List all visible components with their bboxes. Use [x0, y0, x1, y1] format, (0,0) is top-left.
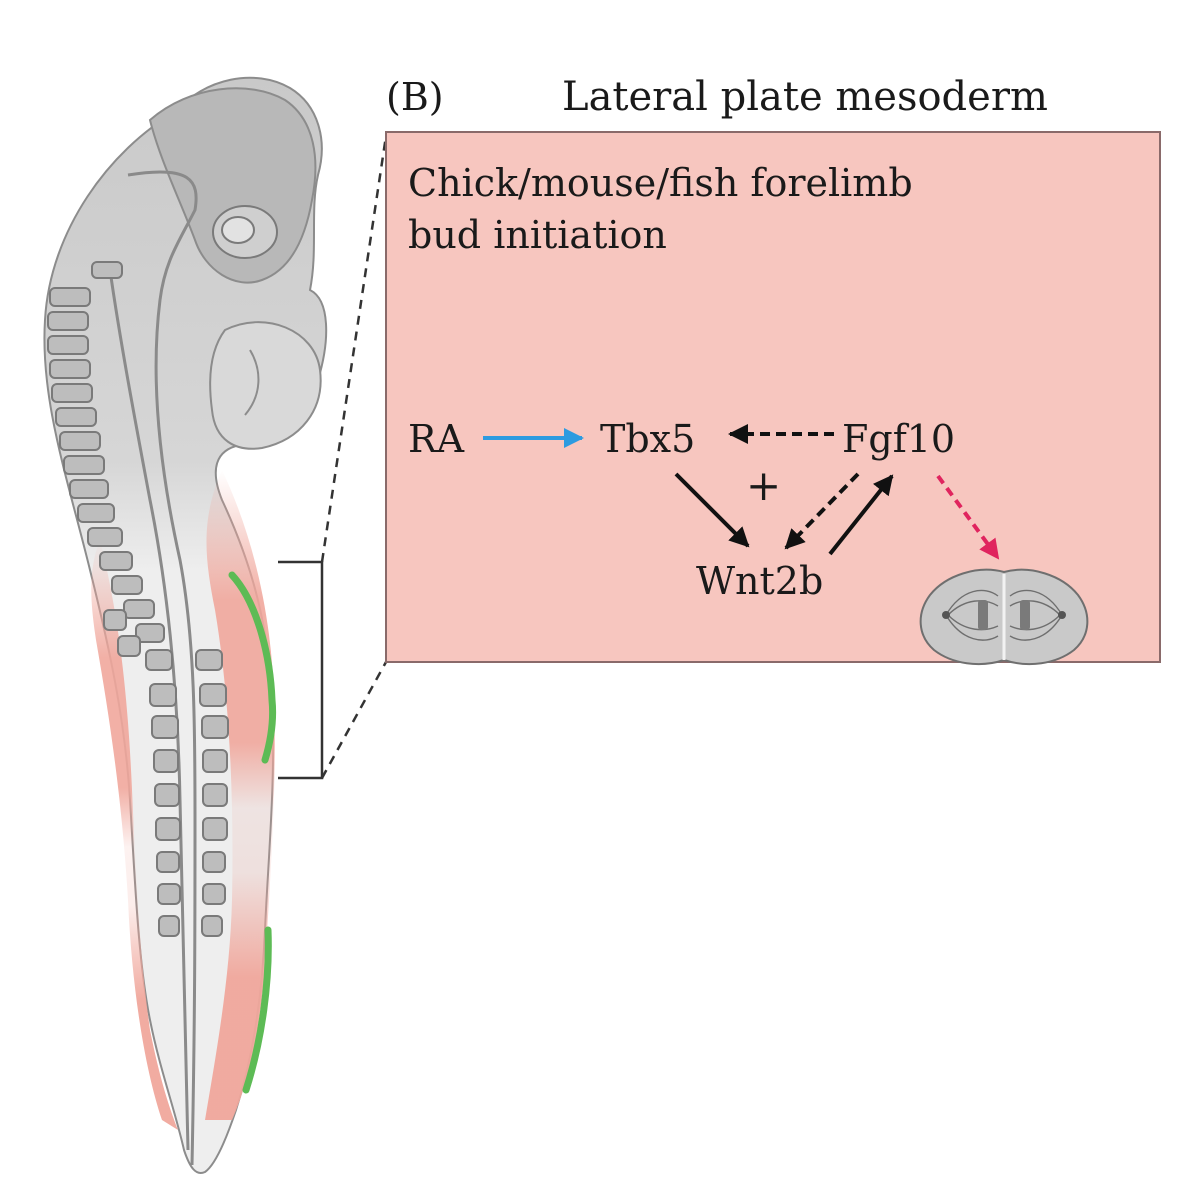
node-wnt2b: Wnt2b [696, 559, 823, 603]
lateral-plate-mesoderm-left [91, 540, 178, 1130]
node-tbx5: Tbx5 [600, 417, 695, 461]
forelimb-field-bracket [278, 560, 324, 780]
neural-tube [127, 170, 198, 1166]
zoom-line-bottom [320, 661, 388, 779]
embryo-lens [221, 216, 255, 244]
limb-ectoderm-forelimb [228, 571, 277, 764]
embryo-heart [209, 321, 322, 450]
embryo-heart-line [244, 349, 260, 416]
somites [47, 261, 229, 937]
node-ra: RA [408, 417, 465, 461]
arrow-fgf10-to-wnt2b [784, 472, 860, 550]
lateral-plate-mesoderm-right [205, 470, 275, 1120]
box-title-line1: Chick/mouse/fish forelimb [408, 161, 913, 205]
dividing-cell-icon [919, 568, 1089, 666]
node-fgf10: Fgf10 [842, 417, 955, 461]
neural-tube-inner [108, 269, 190, 1151]
box-title-line2: bud initiation [408, 213, 667, 257]
arrow-fgf10-to-proliferation [936, 474, 1000, 560]
arrow-tbx5-to-wnt2b [674, 472, 750, 548]
plus-sign: + [746, 461, 781, 510]
panel-title: Lateral plate mesoderm [562, 74, 1048, 120]
zoom-line-top [320, 135, 388, 563]
limb-ectoderm-hindlimb [242, 926, 272, 1094]
panel-label: (B) [386, 75, 444, 119]
arrow-wnt2b-to-fgf10 [828, 474, 894, 556]
embryo-illustration [43, 76, 328, 1174]
